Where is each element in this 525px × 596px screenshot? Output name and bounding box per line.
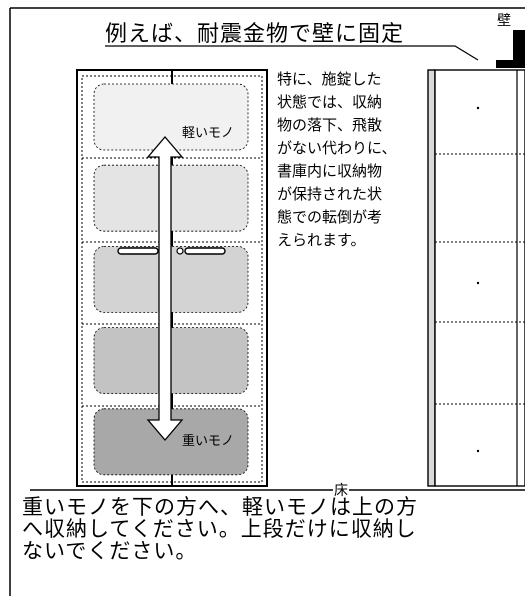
- side-panel: [427, 69, 436, 487]
- shelf-lines: [82, 157, 262, 407]
- light-items-label: 軽いモノ: [182, 126, 235, 141]
- shelf-item-block: [93, 83, 249, 151]
- side-cabinet: [427, 69, 525, 487]
- title-underline: [105, 45, 479, 61]
- handle-left: [117, 247, 159, 255]
- title: 例えば、耐震金物で壁に固定: [105, 22, 405, 47]
- wall-bracket: [496, 30, 525, 68]
- shelf-item-block: [93, 408, 249, 476]
- lock-icon: [176, 247, 184, 255]
- weight-arrow: [146, 135, 184, 442]
- heavy-items-label: 重いモノ: [182, 434, 235, 449]
- side-body: [434, 69, 525, 487]
- frame-border: [9, 7, 525, 596]
- instruction-text: 重いモノを下の方へ、軽いモノは上の方 へ収納してください。上段だけに収納し ない…: [22, 495, 418, 563]
- note-text: 特に、施錠した 状態では、収納 物の落下、飛散 がない代わりに、 書庫内に収納物…: [277, 70, 397, 249]
- floor-label: 床: [333, 480, 349, 500]
- handle-right: [184, 247, 226, 255]
- wall-label: 壁: [497, 13, 511, 29]
